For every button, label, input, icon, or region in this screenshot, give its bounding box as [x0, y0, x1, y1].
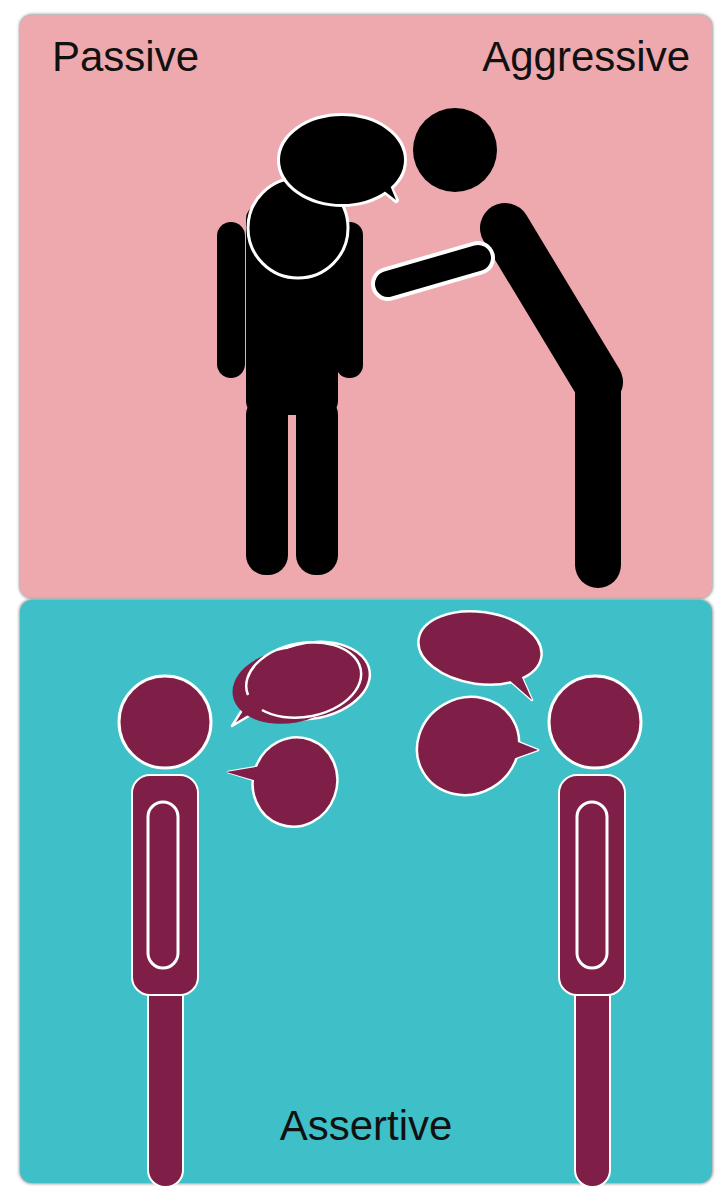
figure-arm	[336, 222, 363, 378]
speech-bubble	[500, 664, 532, 700]
figure-arm	[217, 222, 245, 378]
speech-bubble	[399, 678, 537, 813]
figure-leg	[296, 395, 338, 575]
figure-leg	[148, 980, 183, 1187]
figure-torso	[559, 775, 625, 995]
figure-torso	[246, 205, 338, 415]
speech-bubble	[226, 639, 353, 732]
speech-bubble	[508, 738, 538, 760]
bubble-tail	[370, 166, 396, 200]
aggressive-figure	[388, 108, 598, 565]
bubble-outline	[280, 116, 404, 204]
figure-arm	[388, 258, 478, 284]
figure-torso	[132, 775, 198, 995]
bubble-tail	[508, 738, 538, 760]
figure-head	[248, 178, 348, 278]
passive-figure	[217, 178, 363, 575]
figure-head	[119, 676, 211, 768]
figure-head	[413, 108, 497, 192]
bubble-tail	[500, 664, 532, 700]
figure-leg	[575, 385, 621, 565]
figure-torso	[505, 228, 598, 382]
bubble-edge	[246, 642, 361, 718]
arm-outline	[388, 258, 478, 284]
panel-label: Aggressive	[482, 33, 690, 81]
panel-label: Passive	[52, 33, 199, 81]
assertive-figure	[549, 676, 641, 1187]
panel-label: Assertive	[20, 1102, 712, 1150]
torso-detail	[148, 802, 178, 968]
bubble-body	[280, 116, 404, 204]
bubble-outline	[372, 168, 396, 200]
passive-speech-bubble	[280, 116, 404, 204]
speech-bubble	[414, 604, 547, 693]
assertive-speech-bubbles	[226, 604, 546, 839]
behaviour-panel: Passive Aggressive	[20, 15, 712, 598]
speech-bubble	[228, 766, 262, 782]
assertive-figure	[119, 676, 211, 1187]
figure-leg	[575, 980, 610, 1187]
behaviour-panel: Assertive	[20, 600, 712, 1183]
bubble-tail	[226, 766, 262, 782]
figure-leg	[246, 395, 288, 575]
speech-bubble	[240, 725, 350, 838]
speech-bubble	[232, 642, 370, 726]
figure-head	[549, 676, 641, 768]
torso-detail	[577, 802, 607, 968]
